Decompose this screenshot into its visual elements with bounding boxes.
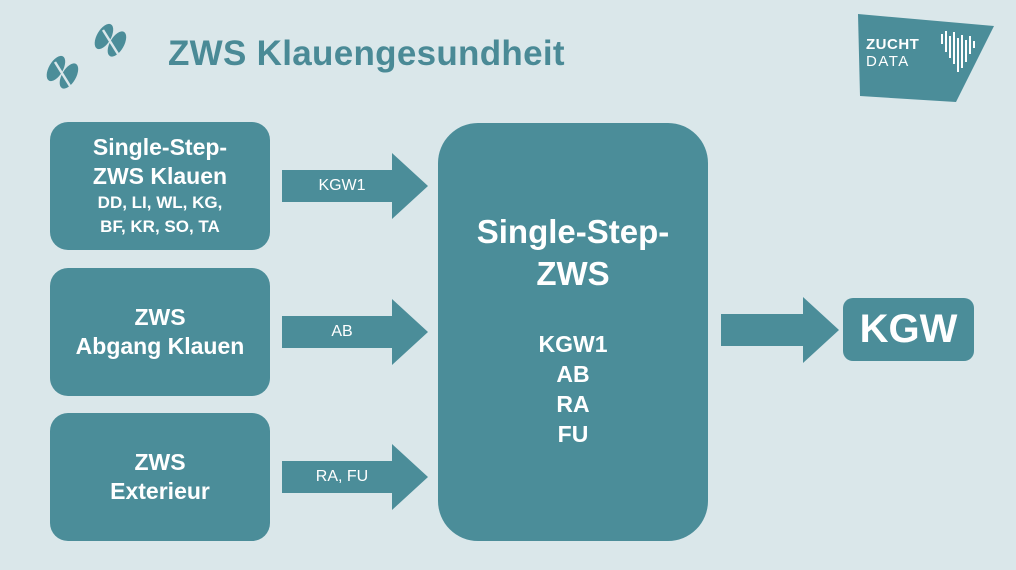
logo-line1: ZUCHT <box>866 36 920 53</box>
center-item: RA <box>556 391 590 417</box>
source-box-exterieur: ZWS Exterieur <box>50 413 270 541</box>
source-detail-line: DD, LI, WL, KG, <box>97 193 223 212</box>
source-title-line: ZWS Klauen <box>92 163 228 189</box>
zucht-data-logo <box>858 14 994 102</box>
arrow-ra-fu: RA, FU <box>282 444 428 510</box>
source-title-line: Abgang Klauen <box>75 333 245 359</box>
source-box-abgang-klauen: ZWS Abgang Klauen <box>50 268 270 396</box>
source-title-line: Single-Step- <box>92 134 228 160</box>
center-title: Single-Step- ZWS <box>477 211 670 295</box>
source-title-line: Exterieur <box>110 478 210 504</box>
logo-line2: DATA <box>866 53 910 70</box>
logo-text: ZUCHT DATA <box>866 36 919 70</box>
arrow-shape-icon <box>282 153 428 219</box>
arrow-output <box>721 297 867 363</box>
arrow-ab: AB <box>282 299 428 365</box>
source-box-single-step-klauen: Single-Step- ZWS Klauen DD, LI, WL, KG, … <box>50 122 270 250</box>
center-items: KGW1 AB RA FU <box>539 329 608 449</box>
hoof-prints-icon <box>46 23 127 89</box>
center-item: AB <box>556 361 590 387</box>
arrow-label: AB <box>331 323 353 340</box>
page-title: ZWS Klauengesundheit <box>168 34 565 73</box>
source-title-line: ZWS <box>134 304 186 330</box>
center-box-single-step-zws: Single-Step- ZWS KGW1 AB RA FU <box>438 123 708 541</box>
center-title-line: ZWS <box>536 255 610 292</box>
center-item: FU <box>557 421 589 447</box>
source-detail-line: BF, KR, SO, TA <box>100 217 220 236</box>
arrow-shape-icon <box>282 299 428 365</box>
center-item: KGW1 <box>538 331 608 357</box>
arrow-label: KGW1 <box>318 177 366 194</box>
arrow-shape-icon <box>282 444 428 510</box>
source-title-line: ZWS <box>134 449 186 475</box>
arrow-label: RA, FU <box>315 468 369 485</box>
arrow-shape-icon <box>721 297 839 363</box>
arrow-kgw1: KGW1 <box>282 153 428 219</box>
center-title-line: Single-Step- <box>476 213 670 250</box>
output-box-kgw: KGW <box>843 298 974 361</box>
